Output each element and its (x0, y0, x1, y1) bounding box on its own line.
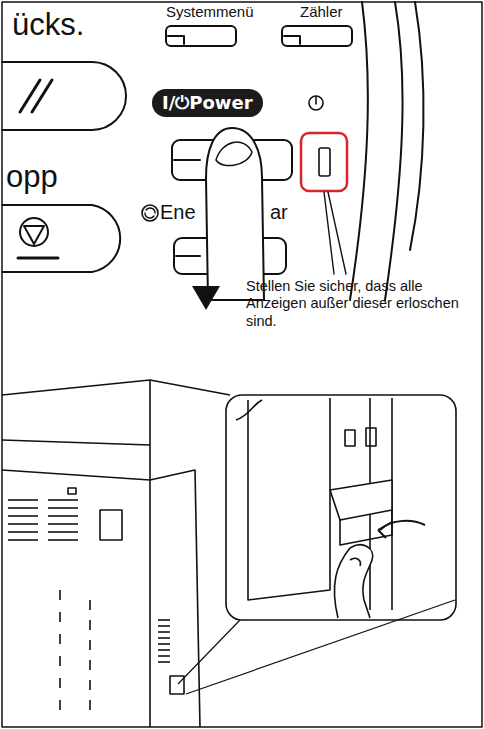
vent-slot (48, 539, 78, 541)
fingernail (216, 142, 252, 165)
vent-slot (158, 619, 170, 621)
stop-symbol (24, 226, 44, 244)
vent-slot (158, 655, 170, 657)
vent-slot (60, 656, 90, 670)
machine-body (2, 440, 150, 445)
reset-symbol (20, 80, 52, 112)
system-menu-button (166, 26, 236, 46)
off-symbol (366, 428, 376, 446)
main-power-indicator (319, 148, 330, 176)
push-arrow (378, 522, 392, 538)
finger (206, 128, 264, 300)
reset-button (2, 62, 126, 130)
panel-label: ücks. (12, 8, 84, 42)
vent-slot (8, 507, 38, 509)
vent-slot (48, 507, 78, 509)
housing-edge (350, 2, 368, 300)
button-label: Zähler (300, 4, 343, 21)
button-label: Ene (160, 201, 196, 223)
switch-lever (340, 510, 392, 545)
power-led-symbol (315, 97, 317, 104)
energy-saver-symbol (145, 208, 155, 218)
power-key-label: I/⏻Power (152, 89, 263, 117)
vent-slot (8, 531, 38, 533)
vent-slot (48, 531, 78, 533)
button-mark (168, 36, 184, 44)
hand (334, 545, 372, 618)
button-mark (176, 255, 200, 257)
housing-edge (410, 2, 424, 250)
latch-mark (68, 488, 76, 494)
counter-button (282, 26, 352, 46)
vent-slot (60, 590, 90, 610)
vent-slot (60, 634, 90, 650)
machine-side (2, 470, 200, 727)
vent-slot (158, 637, 170, 639)
panel-label: opp (6, 160, 58, 194)
vent-slot (8, 539, 38, 541)
vent-slot (48, 499, 78, 501)
vent-slot (158, 643, 170, 645)
housing-edge (385, 2, 403, 300)
vent-slot (60, 612, 90, 630)
switch-lever (330, 480, 392, 520)
vent-slot (158, 625, 170, 627)
leader-line (178, 600, 455, 694)
detail-inset (226, 395, 456, 620)
button-mark (174, 159, 200, 161)
housing-edge (236, 400, 262, 420)
stop-button (2, 205, 120, 272)
key-text: I/⏻Power (162, 94, 253, 112)
vent-slot (8, 499, 38, 501)
vent-slot (60, 678, 90, 690)
vent-slot (158, 631, 170, 633)
vent-slot (48, 523, 78, 525)
vent-slot (8, 515, 38, 517)
highlight-frame (301, 133, 347, 191)
on-symbol (345, 430, 355, 446)
button-label: ar (270, 201, 288, 223)
button-mark (284, 36, 300, 44)
note-text: Stellen Sie sicher, dass alle Anzeigen a… (246, 278, 468, 330)
machine-body (2, 380, 230, 480)
vent-slot (8, 523, 38, 525)
vent-slot (48, 515, 78, 517)
vent-slot (158, 649, 170, 651)
vent-slot (158, 661, 170, 663)
stop-symbol (18, 257, 58, 260)
stop-symbol (20, 218, 48, 246)
power-led-symbol (309, 96, 323, 110)
button-label: Systemmenü (166, 4, 254, 21)
main-power-switch (170, 676, 184, 694)
hand (350, 558, 360, 566)
latch (100, 510, 122, 540)
energy-saver-symbol (142, 205, 158, 221)
switch-panel (248, 398, 330, 600)
vent-slot (60, 700, 90, 710)
step-arrow (192, 286, 220, 310)
leader-line (324, 192, 346, 274)
